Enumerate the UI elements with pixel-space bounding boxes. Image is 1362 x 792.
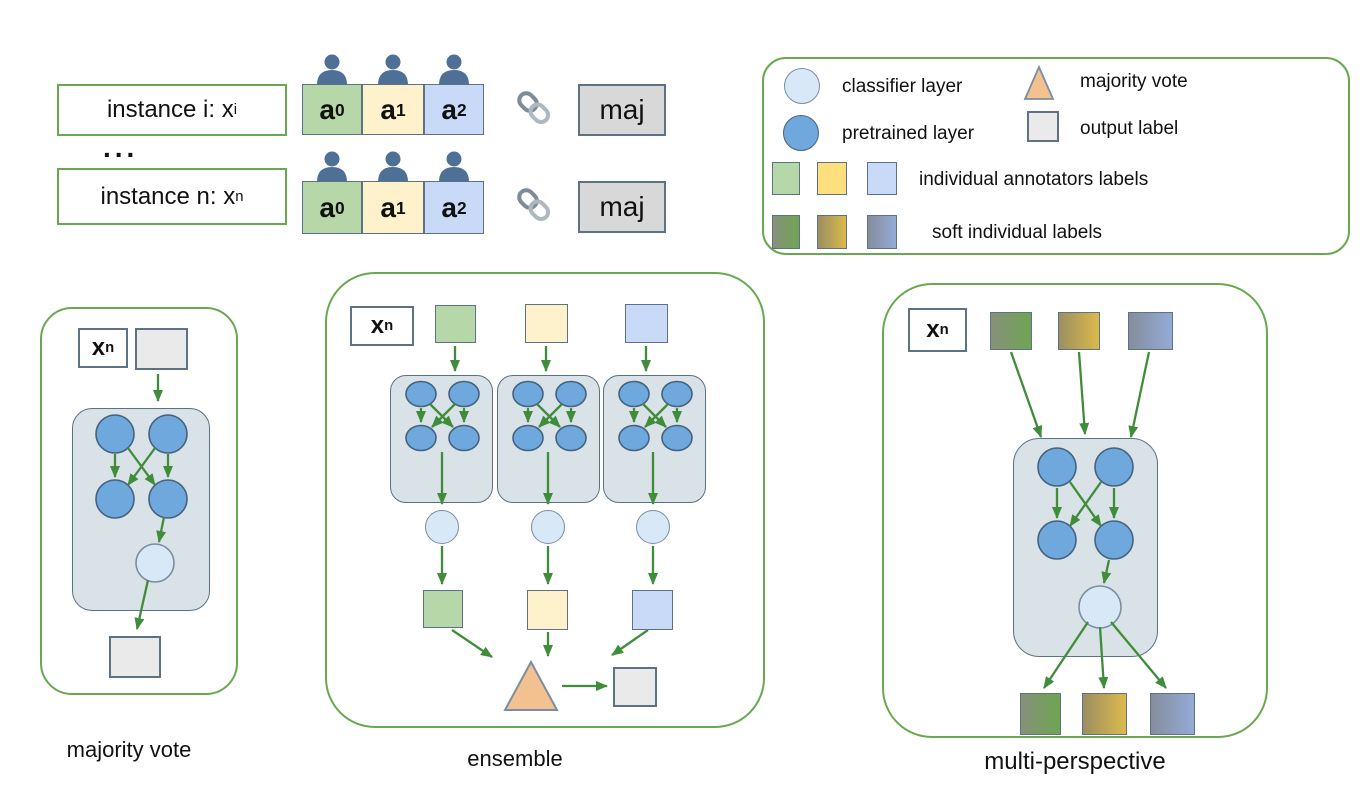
person-icon — [439, 151, 469, 182]
network-arrows — [629, 403, 682, 428]
pretrained-circle — [405, 424, 437, 452]
classifier-circle — [1078, 585, 1122, 629]
pretrained-circle — [148, 479, 188, 519]
network-block — [1013, 438, 1158, 657]
pretrained-circle-swatch — [783, 115, 819, 151]
legend-majority-label: majority vote — [1080, 71, 1188, 92]
soft-gold-output-box — [1082, 693, 1127, 735]
output-label-swatch — [1027, 111, 1059, 142]
maj-box: maj — [578, 84, 666, 136]
pretrained-circle — [448, 380, 480, 408]
pretrained-circle — [555, 380, 587, 408]
predicted-blue-label-box — [632, 590, 673, 630]
classifier-circle — [425, 510, 459, 544]
majority-vote-triangle-swatch — [1023, 64, 1055, 100]
soft-blue-label-box — [1128, 312, 1173, 350]
predicted-green-label-box — [423, 590, 463, 628]
output-label-box — [109, 636, 161, 678]
pretrained-circle — [1094, 520, 1134, 560]
soft-green-label-box — [990, 312, 1032, 350]
pretrained-circle — [1037, 520, 1077, 560]
network-arrows — [110, 447, 173, 543]
annotator-green-label-box — [435, 305, 476, 343]
soft-green-swatch — [772, 215, 800, 249]
network-arrows — [416, 403, 469, 428]
legend-individual-label: individual annotators labels — [919, 169, 1149, 190]
maj-box: maj — [578, 181, 666, 233]
person-icon — [317, 151, 347, 182]
pretrained-circle — [95, 479, 135, 519]
network-block — [72, 408, 210, 611]
person-icon — [378, 54, 408, 85]
ensemble-panel — [325, 272, 765, 728]
soft-blue-output-box — [1150, 693, 1195, 735]
pretrained-circle — [512, 424, 544, 452]
ensemble-panel-label: ensemble — [467, 746, 563, 771]
predicted-yellow-label-box — [527, 590, 568, 630]
soft-gold-label-box — [1058, 312, 1100, 350]
legend: classifier layer majority vote pretraine… — [762, 57, 1350, 255]
majority-vote-panel — [40, 307, 238, 695]
pretrained-circle — [618, 380, 650, 408]
soft-gold-swatch — [817, 215, 847, 249]
pretrained-circle — [555, 424, 587, 452]
majority-label-box — [135, 328, 188, 370]
chain-link-icon — [517, 91, 551, 125]
network-arrows — [1052, 481, 1119, 584]
multi-perspective-panel — [882, 283, 1268, 738]
network-block — [390, 375, 493, 503]
pretrained-circle — [95, 414, 135, 454]
soft-blue-swatch — [867, 215, 897, 249]
network-block — [497, 375, 600, 503]
annotator-blue-label-box — [625, 304, 668, 343]
classifier-circle — [636, 510, 670, 544]
classifier-circle — [531, 510, 565, 544]
legend-pretrained-label: pretrained layer — [842, 123, 975, 144]
soft-green-output-box — [1020, 693, 1061, 735]
classifier-circle — [135, 543, 175, 583]
multi-perspective-panel-label: multi-perspective — [984, 748, 1166, 775]
ellipsis: ... — [103, 132, 139, 163]
person-icon — [439, 54, 469, 85]
chain-link-icon — [517, 188, 551, 222]
pretrained-circle — [661, 380, 693, 408]
annotator-blue-swatch — [867, 162, 897, 195]
pretrained-circle — [1037, 447, 1077, 487]
majority-vote-triangle — [503, 660, 559, 711]
pretrained-circle — [1094, 447, 1134, 487]
majority-vote-panel-label: majority vote — [66, 737, 192, 762]
classifier-circle-swatch — [784, 68, 820, 104]
person-icon — [378, 151, 408, 182]
annotator-green-swatch — [772, 162, 800, 195]
legend-soft-label: soft individual labels — [932, 222, 1103, 243]
network-block — [603, 375, 706, 503]
annotator-gold-swatch — [817, 162, 847, 195]
annotator-yellow-label-box — [525, 304, 568, 343]
instance-n-label: instance n: x — [100, 182, 236, 210]
output-label-box — [613, 667, 657, 707]
network-arrows — [523, 403, 576, 428]
pretrained-circle — [661, 424, 693, 452]
pretrained-circle — [148, 414, 188, 454]
person-icon — [317, 54, 347, 85]
instance-i-label: instance i: x — [106, 96, 234, 123]
legend-classifier-label: classifier layer — [842, 76, 963, 97]
pretrained-circle — [405, 380, 437, 408]
pretrained-circle — [512, 380, 544, 408]
pretrained-circle — [448, 424, 480, 452]
pretrained-circle — [618, 424, 650, 452]
legend-output-label: output label — [1080, 118, 1179, 139]
